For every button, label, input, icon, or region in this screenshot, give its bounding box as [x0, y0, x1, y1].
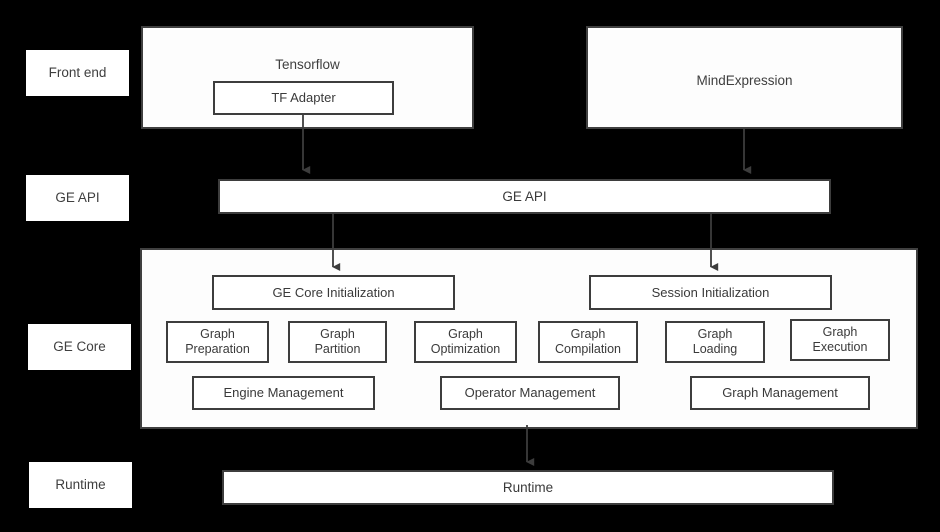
- graph-optimization-box[interactable]: Graph Optimization: [414, 321, 517, 363]
- tf-adapter-label: TF Adapter: [271, 90, 336, 106]
- graph-compilation-label: Graph Compilation: [554, 327, 621, 356]
- engine-management-box[interactable]: Engine Management: [192, 376, 375, 410]
- tensorflow-group-title: Tensorflow: [275, 57, 340, 72]
- tf-adapter-box[interactable]: TF Adapter: [213, 81, 394, 115]
- ge-core-initialization-box[interactable]: GE Core Initialization: [212, 275, 455, 310]
- runtime-bar[interactable]: Runtime: [222, 470, 834, 505]
- graph-partition-box[interactable]: Graph Partition: [288, 321, 387, 363]
- graph-preparation-box[interactable]: Graph Preparation: [166, 321, 269, 363]
- graph-preparation-label: Graph Preparation: [185, 327, 250, 356]
- graph-management-label: Graph Management: [722, 385, 838, 401]
- ge-api-bar-label: GE API: [502, 188, 547, 204]
- graph-loading-box[interactable]: Graph Loading: [665, 321, 765, 363]
- rail-label-front-end: Front end: [26, 50, 129, 96]
- session-initialization-label: Session Initialization: [651, 284, 770, 300]
- rail-label-ge-api-text: GE API: [55, 190, 100, 206]
- rail-label-ge-core: GE Core: [28, 324, 131, 370]
- mindexpression-group: MindExpression: [586, 26, 903, 129]
- graph-execution-box[interactable]: Graph Execution: [790, 319, 890, 361]
- rail-label-runtime-text: Runtime: [55, 477, 106, 493]
- runtime-bar-label: Runtime: [502, 479, 554, 495]
- graph-compilation-box[interactable]: Graph Compilation: [538, 321, 638, 363]
- ge-core-initialization-label: GE Core Initialization: [272, 284, 395, 300]
- rail-label-front-end-text: Front end: [48, 65, 107, 81]
- mindexpression-group-title: MindExpression: [696, 73, 793, 88]
- ge-api-bar[interactable]: GE API: [218, 179, 831, 214]
- operator-management-label: Operator Management: [464, 385, 596, 401]
- graph-execution-label: Graph Execution: [812, 325, 868, 354]
- rail-label-ge-core-text: GE Core: [53, 339, 106, 355]
- graph-loading-label: Graph Loading: [692, 327, 738, 356]
- session-initialization-box[interactable]: Session Initialization: [589, 275, 832, 310]
- graph-management-box[interactable]: Graph Management: [690, 376, 870, 410]
- engine-management-label: Engine Management: [223, 385, 344, 401]
- rail-label-runtime: Runtime: [29, 462, 132, 508]
- rail-label-ge-api: GE API: [26, 175, 129, 221]
- operator-management-box[interactable]: Operator Management: [440, 376, 620, 410]
- graph-optimization-label: Graph Optimization: [430, 327, 501, 356]
- graph-partition-label: Graph Partition: [314, 327, 361, 356]
